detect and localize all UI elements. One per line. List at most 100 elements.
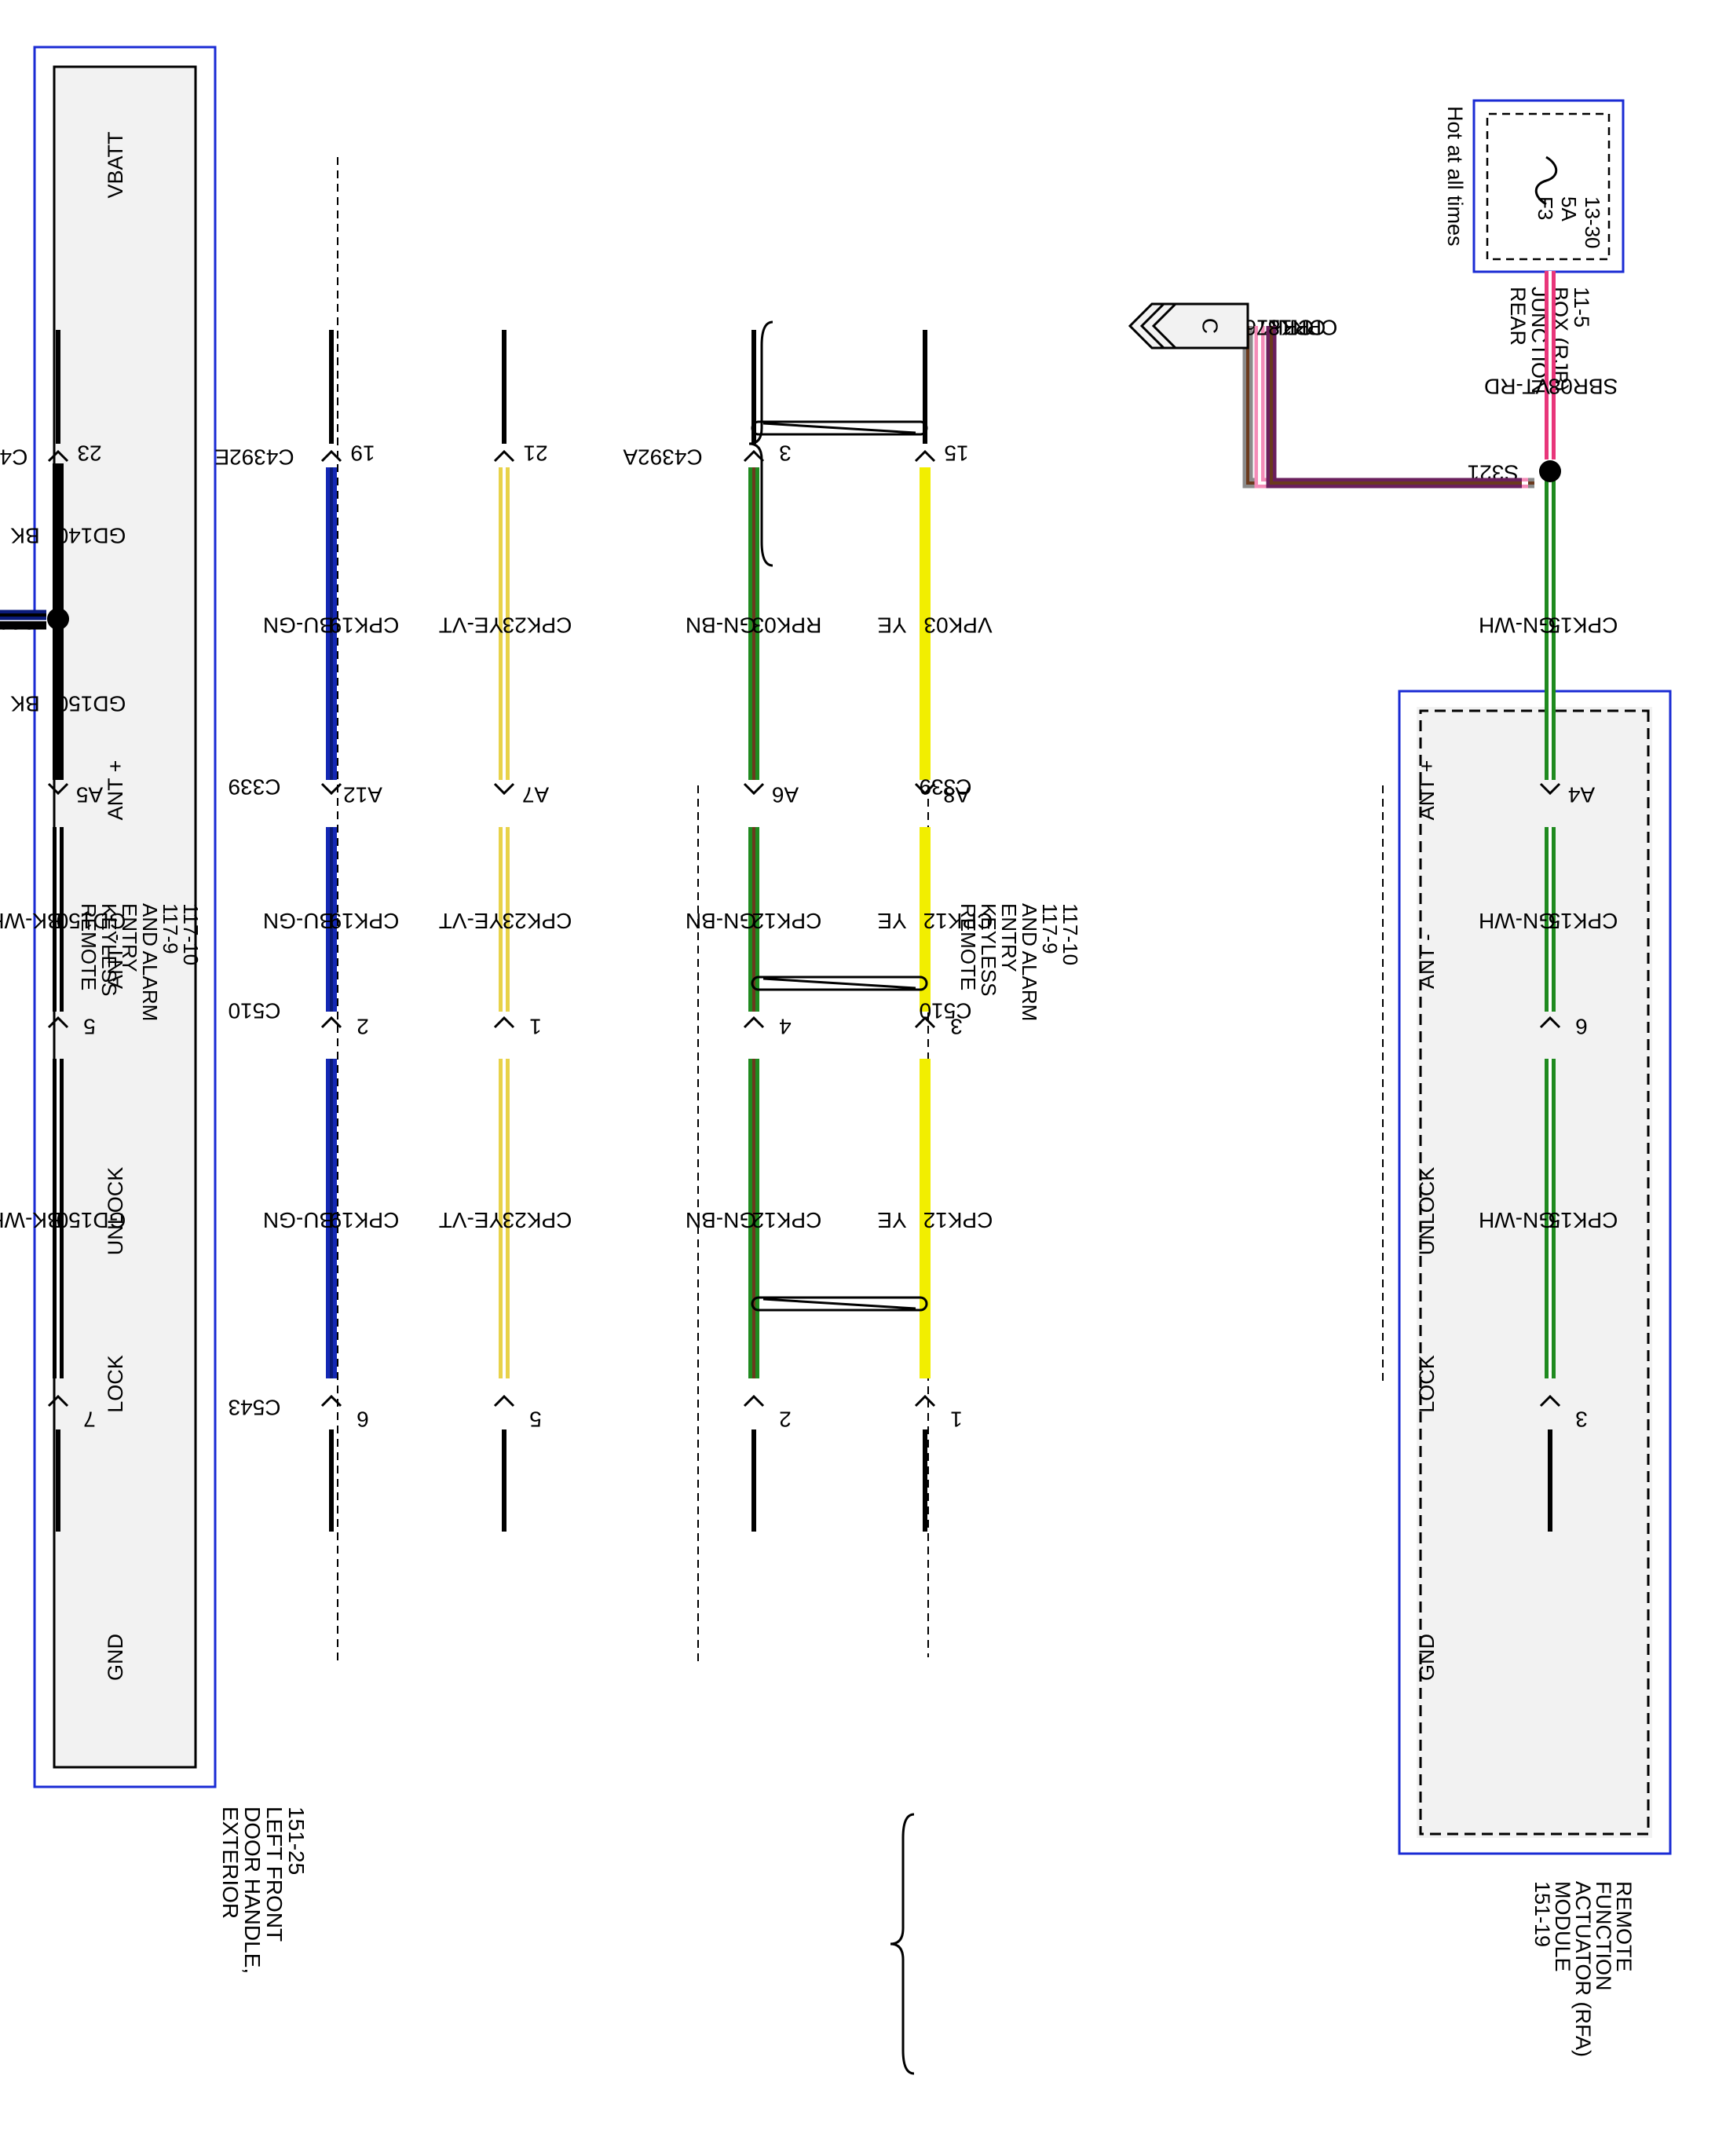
twisted-pair-marker-2 [751,976,928,991]
remote-ref-brace-top [748,320,773,567]
pin-number: 4 [779,1015,792,1039]
rfa-module-name: 151-19 [1530,1881,1554,1947]
twisted-pair-marker-2-cross [762,977,916,990]
pin-number: A7 [522,783,549,807]
branch-wire-A-stripe [1246,326,1534,485]
rfa-module-outline [1398,690,1672,1855]
remote-ref-label: KEYLESS [977,903,1000,997]
door-handle-pin-label: GND [104,1634,127,1681]
wire-color-label: YE-VT [439,613,503,638]
wire-color-label: GN-BN [686,613,756,638]
door-handle-pin-label: ANT - [104,934,127,989]
remote-ref-label: 117-9 [1038,903,1062,954]
remote-ref-label: KEYLESS [97,903,121,997]
pin-number: 19 [350,441,375,466]
circuit-label: GD140 [57,524,126,548]
wire-color-label: BU-GN [263,613,334,638]
wire-color-label: GN-BN [686,909,756,933]
remote-ref-label: ENTRY [118,903,141,972]
circuit-label: GD150 [57,1208,126,1232]
circuit-label: SBR08 [1549,375,1618,399]
wire-color-label: BK-WH [0,909,62,933]
connector-arrow [493,782,515,796]
rfa-pin-label: ANT + [1415,760,1439,821]
rjb-module-dashed-border [1486,112,1611,261]
rfa-module-body [1417,707,1652,1838]
branch-wire-C-stripe [1270,326,1522,485]
rjb-module-name: REAR [1506,287,1530,346]
connector-label: C510 [229,999,281,1023]
door-handle-module-name: LEFT FRONT [262,1806,287,1942]
circuit-label: GD150 [57,909,126,933]
branch-wire-B-stripe [1258,326,1528,485]
pin-number: 6 [1575,1015,1588,1039]
fuse-symbol [1534,156,1558,206]
pin-number: 7 [83,1407,96,1432]
wire-color-label: GN-WH [1479,613,1556,638]
circuit-label: CPK15 [1549,1208,1618,1232]
connector-arrow [47,1016,69,1029]
remote-ref-label: REMOTE [956,903,980,990]
wire-color-label: GN-WH [1479,1208,1556,1232]
connector-arrow [493,1016,515,1029]
circuit-label: CPK12 [923,1208,993,1232]
wire-color-label: YE [877,613,906,638]
remote-ref-label: REMOTE [77,903,101,990]
circuit-label: CPK18 [1268,316,1338,340]
door-handle-pin-label: UNLOCK [104,1167,127,1256]
branch-wire-A [1242,326,1534,489]
branch-wire-F-stripe [0,613,46,1092]
connector-arrow [1539,1016,1561,1029]
remote-ref-label: 117-10 [179,903,203,965]
branch-wire-B [1254,326,1528,489]
connector-arrow [320,782,342,796]
remote-ref-label: 117-10 [1059,903,1082,965]
connector-arrow [914,1394,936,1407]
circuit-label: CPK15 [1549,909,1618,933]
circuit-label: CPK23 [503,909,572,933]
pin-number: A5 [76,783,103,807]
door-handle-pin-label: VBATT [104,131,127,198]
twisted-pair-marker-1-cross [762,1298,916,1310]
connector-label: C339 [229,775,281,800]
pin-number: 1 [529,1015,542,1039]
pin-number: 2 [357,1015,369,1039]
pin-number: 23 [77,441,101,466]
rfa-module-name: REMOTE [1612,1881,1636,1972]
splice-s321 [1539,460,1561,482]
door-handle-pin-label: ANT + [104,760,127,821]
connector-arrow [743,1016,765,1029]
twisted-pair-marker-1 [751,1296,928,1312]
circuit-label: CPK19 [330,613,400,638]
pin-number: A12 [343,783,382,807]
branch-wire-E [0,614,46,1092]
connector-arrow [914,782,936,796]
pin-number: 5 [83,1015,96,1039]
connector-label: C543 [229,1396,281,1420]
rfa-pin-label: LOCK [1415,1355,1439,1413]
wire-color-label: BU-GN [263,1208,334,1232]
connector-arrow [1539,1394,1561,1407]
circuit-label: CPK12 [752,1208,822,1232]
wire-color-label: GN-WH [1479,909,1556,933]
circuit-label: RPK03 [752,613,822,638]
pin-number: 3 [779,441,792,466]
wire-color-label: YE [877,1208,906,1232]
pin-number: A6 [772,783,799,807]
connector-arrow [47,782,69,796]
connector-arrow [743,782,765,796]
fuse-label: 5A [1557,196,1581,221]
remote-ref-brace-bottom [890,1813,915,2075]
rjb-module-name: 11-5 [1570,287,1593,328]
branch-C [1151,302,1249,350]
circuit-label: CPK12 [923,909,993,933]
splice-s329 [47,608,69,630]
fuse-label: 13-30 [1581,196,1604,249]
circuit-label: CPK15 [1549,613,1618,638]
connector-arrow [320,1394,342,1407]
connector-arrow [493,1394,515,1407]
door-handle-module-outline [33,46,217,1788]
rfa-module-dashed-border [1419,709,1650,1836]
branch-C-letter: C [1198,318,1223,334]
wire-color-label: YE [877,909,906,933]
